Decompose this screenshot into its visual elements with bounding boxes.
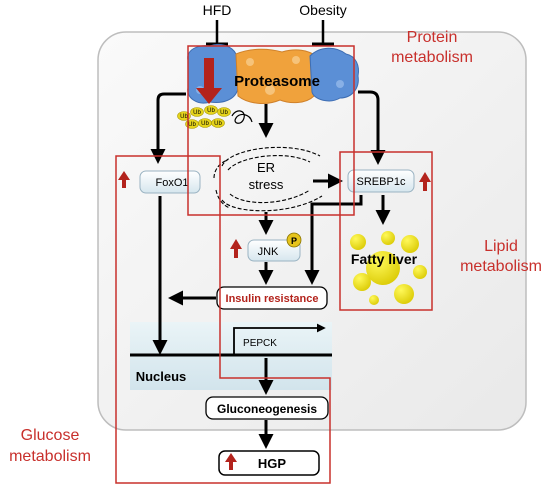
pepck-transcription-arrow <box>233 323 326 355</box>
foxo1-label: FoxO1 <box>155 177 188 189</box>
nucleus-label: Nucleus <box>136 369 187 384</box>
ub-tag-7: Ub <box>214 121 222 127</box>
er-stress-label-1: ER <box>257 160 275 175</box>
obesity-label: Obesity <box>299 2 346 18</box>
glucose-region-label-1: Glucose <box>21 427 80 444</box>
lipid-metabolism-region <box>339 151 433 311</box>
proteasome-complex: Proteasome <box>187 43 359 104</box>
fatty-liver-label: Fatty liver <box>351 251 418 267</box>
phospho-label: P <box>291 236 297 246</box>
pathway-arrows <box>150 90 391 449</box>
hgp-node: HGP <box>218 450 320 476</box>
srebp1c-label: SREBP1c <box>357 176 406 188</box>
gluconeogenesis-label: Gluconeogenesis <box>217 402 317 416</box>
phospho-badge <box>286 232 302 248</box>
ub-tag-2: Ub <box>193 110 201 116</box>
gluconeogenesis-node: Gluconeogenesis <box>205 396 329 420</box>
hgp-up-arrow <box>225 453 237 470</box>
ub-tag-3: Ub <box>207 108 215 114</box>
protein-metabolism-region <box>187 45 355 216</box>
hfd-label: HFD <box>203 2 232 18</box>
er-membrane <box>213 146 323 212</box>
proteasome-label: Proteasome <box>234 73 320 90</box>
fat-droplets <box>350 231 427 305</box>
jnk-up-arrow <box>230 239 242 258</box>
pepck-label: PEPCK <box>243 338 277 349</box>
jnk-node: JNK P <box>230 232 302 262</box>
foxo1-node: FoxO1 <box>118 170 201 194</box>
er-stress-label-2: stress <box>249 177 284 192</box>
ub-tag-5: Ub <box>188 122 196 128</box>
protein-region-label-1: Protein <box>407 29 458 46</box>
srebp1c-up-arrow <box>419 172 431 191</box>
lipid-region-label-2: metabolism <box>460 258 542 275</box>
glucose-region-label-2: metabolism <box>9 448 91 465</box>
glucose-metabolism-region <box>115 155 331 484</box>
srebp1c-node: SREBP1c <box>347 169 431 193</box>
protein-region-label-2: metabolism <box>391 49 473 66</box>
proteasome-down-arrow <box>196 58 222 104</box>
hgp-label: HGP <box>258 456 287 471</box>
insulin-resistance-node: Insulin resistance <box>216 286 328 310</box>
ub-tag-6: Ub <box>201 121 209 127</box>
lipid-region-label-1: Lipid <box>484 238 518 255</box>
ub-tag-1: Ub <box>180 114 188 120</box>
insulin-resistance-label: Insulin resistance <box>226 293 319 305</box>
jnk-label: JNK <box>258 246 279 258</box>
foxo1-up-arrow <box>118 171 130 188</box>
protein-substrate-squiggle <box>231 110 253 124</box>
ub-tag-4: Ub <box>220 110 228 116</box>
obesity-inhibition <box>312 20 334 46</box>
ubiquitin-chain: Ub Ub Ub Ub Ub Ub Ub <box>177 105 231 129</box>
